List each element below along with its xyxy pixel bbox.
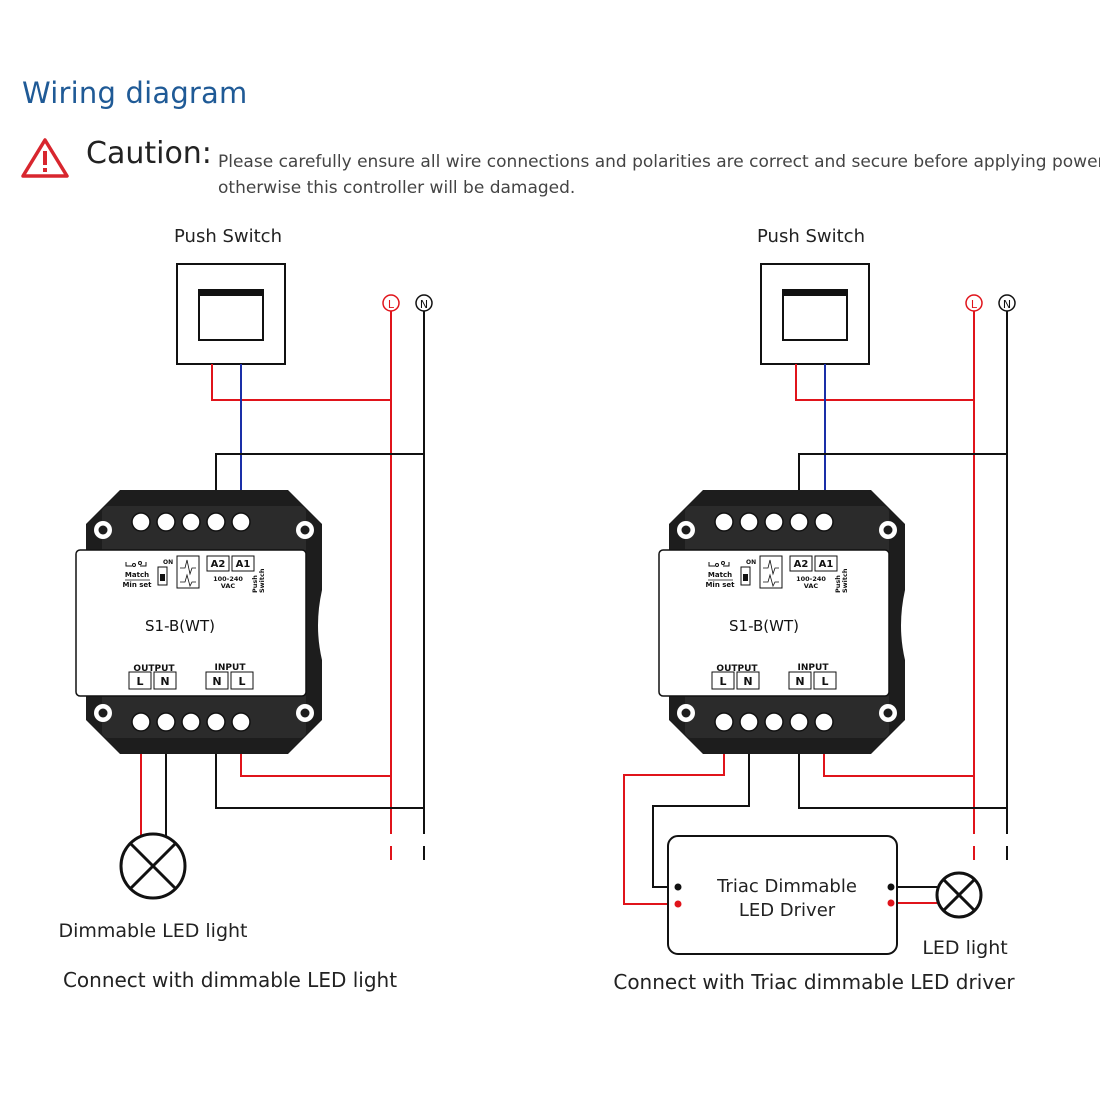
caution-message: Please carefully ensure all wire connect… <box>218 149 1100 201</box>
right-caption: Connect with Triac dimmable LED driver <box>613 970 1015 994</box>
right-input-n: N <box>795 675 804 688</box>
left-diagram: Push Switch L N <box>58 226 433 992</box>
right-output-label: OUTPUT <box>716 664 758 674</box>
left-model-label: S1-B(WT) <box>145 617 215 635</box>
left-caption: Connect with dimmable LED light <box>63 968 397 992</box>
right-a1-label: A1 <box>819 559 834 570</box>
right-switch-label: Push Switch <box>757 226 865 247</box>
left-output-n: N <box>160 675 169 688</box>
right-lamp-icon <box>935 871 983 919</box>
right-switch-word-label: Switch <box>841 568 849 593</box>
left-a1-label: A1 <box>236 559 251 570</box>
right-output-l: L <box>719 675 726 688</box>
left-a2-label: A2 <box>211 559 226 570</box>
right-push-label: Push <box>834 575 842 593</box>
right-a2-label: A2 <box>794 559 809 570</box>
right-on-label: ON <box>746 559 756 566</box>
left-input-l: L <box>238 675 245 688</box>
driver-label-line-2: LED Driver <box>739 900 836 921</box>
left-push-switch <box>176 263 286 365</box>
right-vac-label: VAC <box>804 582 819 590</box>
left-match-label: Match <box>125 571 149 579</box>
right-live-label: L <box>971 298 978 311</box>
right-diagram: Push Switch L N <box>613 226 1016 994</box>
left-output-l: L <box>136 675 143 688</box>
left-lamp-label: Dimmable LED light <box>58 920 247 942</box>
page-title: Wiring diagram <box>22 76 248 110</box>
left-lamp-icon <box>119 832 187 900</box>
caution-line-1: Please carefully ensure all wire connect… <box>218 152 1100 172</box>
right-push-switch <box>760 263 870 365</box>
right-lamp-label: LED light <box>922 937 1007 959</box>
left-input-label: INPUT <box>215 663 247 673</box>
caution-line-2: otherwise this controller will be damage… <box>218 178 576 198</box>
left-switch-word-label: Switch <box>258 568 266 593</box>
triac-led-driver: Triac Dimmable LED Driver <box>667 835 898 955</box>
left-vac-label: VAC <box>221 582 236 590</box>
right-neutral-label: N <box>1003 298 1011 311</box>
left-switch-label: Push Switch <box>174 226 282 247</box>
left-min-set-label: Min set <box>122 581 152 589</box>
left-output-label: OUTPUT <box>133 664 175 674</box>
left-controller-body: Match Min set ON A2 A1 100-240 VAC Push … <box>75 490 322 754</box>
right-vac-range: 100-240 <box>796 575 826 583</box>
left-input-n: N <box>212 675 221 688</box>
warning-triangle-icon <box>21 138 69 178</box>
right-match-label: Match <box>708 571 732 579</box>
left-live-label: L <box>388 298 395 311</box>
right-input-l: L <box>821 675 828 688</box>
right-output-n: N <box>743 675 752 688</box>
right-min-set-label: Min set <box>705 581 735 589</box>
right-controller-body: Match Min set ON A2 A1 100-240 VAC Push … <box>658 490 905 754</box>
caution-label: Caution: <box>86 136 212 171</box>
left-vac-range: 100-240 <box>213 575 243 583</box>
right-model-label: S1-B(WT) <box>729 617 799 635</box>
left-on-label: ON <box>163 559 173 566</box>
driver-label-line-1: Triac Dimmable <box>716 876 857 897</box>
left-push-label: Push <box>251 575 259 593</box>
left-neutral-label: N <box>420 298 428 311</box>
right-input-label: INPUT <box>798 663 830 673</box>
